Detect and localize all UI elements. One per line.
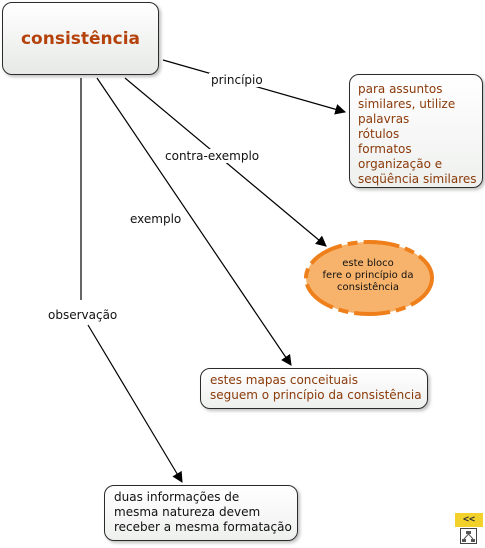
link-label-example: exemplo xyxy=(128,212,184,226)
root-concept-label: consistência xyxy=(20,28,141,49)
observation-line: duas informações de xyxy=(114,490,240,504)
principle-node[interactable]: para assuntos similares, utilize palavra… xyxy=(349,74,483,188)
counterexample-line: fere o princípio da xyxy=(322,270,414,281)
root-concept-node[interactable]: consistência xyxy=(2,2,159,75)
link-label-counterexample: contra-exemplo xyxy=(163,149,262,163)
principle-line: rótulos xyxy=(358,127,400,141)
principle-line: formatos xyxy=(358,142,412,156)
principle-line: organização e xyxy=(358,157,443,171)
counterexample-line: este bloco xyxy=(342,258,394,269)
example-line: estes mapas conceituais xyxy=(210,373,358,387)
link-label-observation: observação xyxy=(46,308,120,322)
principle-line: palavras xyxy=(358,112,410,126)
counterexample-node-text[interactable]: este bloco fere o princípio da consistên… xyxy=(309,258,427,294)
observation-line: receber a mesma formatação xyxy=(114,520,292,534)
example-line: seguem o princípio da consistência xyxy=(210,388,422,402)
principle-line: similares, utilize xyxy=(358,97,456,111)
principle-line: seqüência similares xyxy=(358,172,477,186)
observation-node[interactable]: duas informações de mesma natureza devem… xyxy=(104,485,298,541)
observation-line: mesma natureza devem xyxy=(114,505,261,519)
example-node[interactable]: estes mapas conceituais seguem o princíp… xyxy=(200,368,428,409)
principle-line: para assuntos xyxy=(358,82,443,96)
link-label-principle: princípio xyxy=(209,73,265,87)
edge-observation-tail xyxy=(87,324,183,483)
counterexample-ellipse xyxy=(304,240,434,316)
back-arrows: << xyxy=(455,513,483,527)
back-to-map-button[interactable]: << xyxy=(455,513,483,545)
counterexample-line: consistência xyxy=(337,282,399,293)
edge-example xyxy=(96,77,292,366)
concept-map-icon xyxy=(460,528,477,544)
